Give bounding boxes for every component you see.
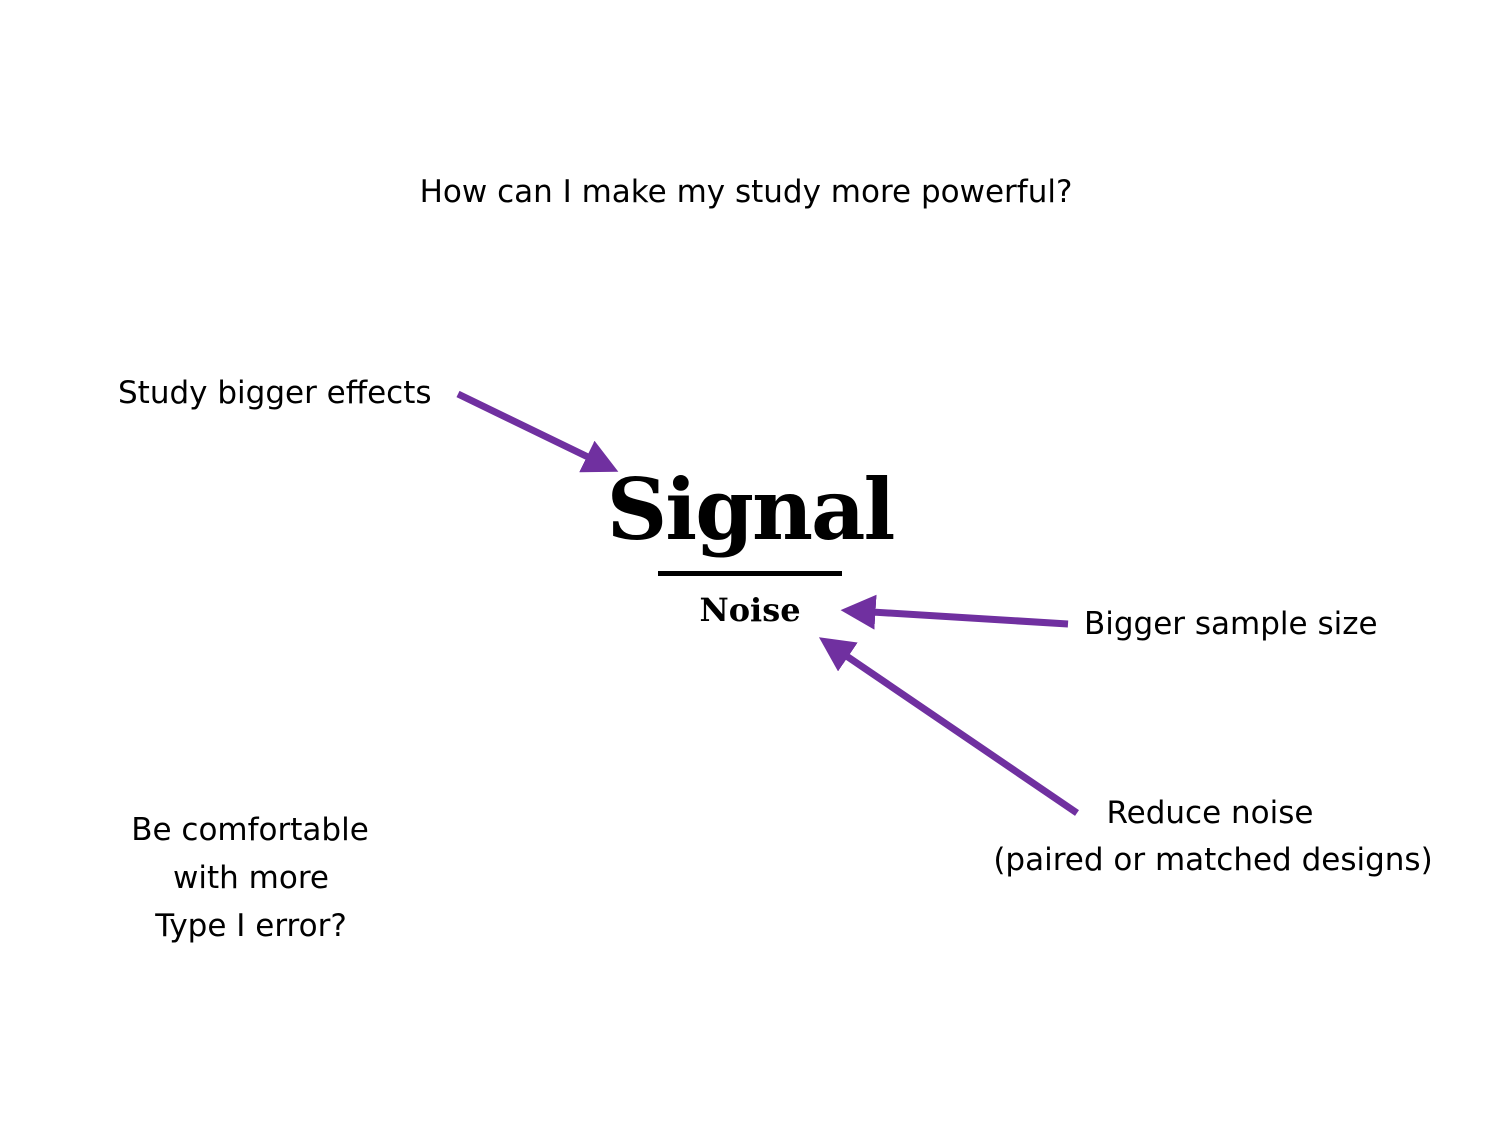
- arrow-bigger-effects: [456, 390, 619, 473]
- label-type1-line1: Be comfortable: [131, 812, 369, 848]
- fraction-bar: [658, 571, 842, 576]
- label-type1-line3: Type I error?: [155, 908, 347, 944]
- label-bigger-effects: Study bigger effects: [118, 375, 432, 411]
- signal-numerator: Signal: [606, 460, 896, 559]
- arrow-reduce-noise: [818, 637, 1079, 816]
- label-paired-designs: (paired or matched designs): [993, 842, 1433, 878]
- noise-denominator: Noise: [699, 591, 801, 629]
- label-reduce-noise: Reduce noise: [1106, 795, 1314, 831]
- slide-title: How can I make my study more powerful?: [419, 174, 1073, 210]
- arrow-sample-size: [840, 594, 1069, 630]
- label-sample-size: Bigger sample size: [1084, 606, 1378, 642]
- label-type1-line2: with more: [173, 860, 329, 896]
